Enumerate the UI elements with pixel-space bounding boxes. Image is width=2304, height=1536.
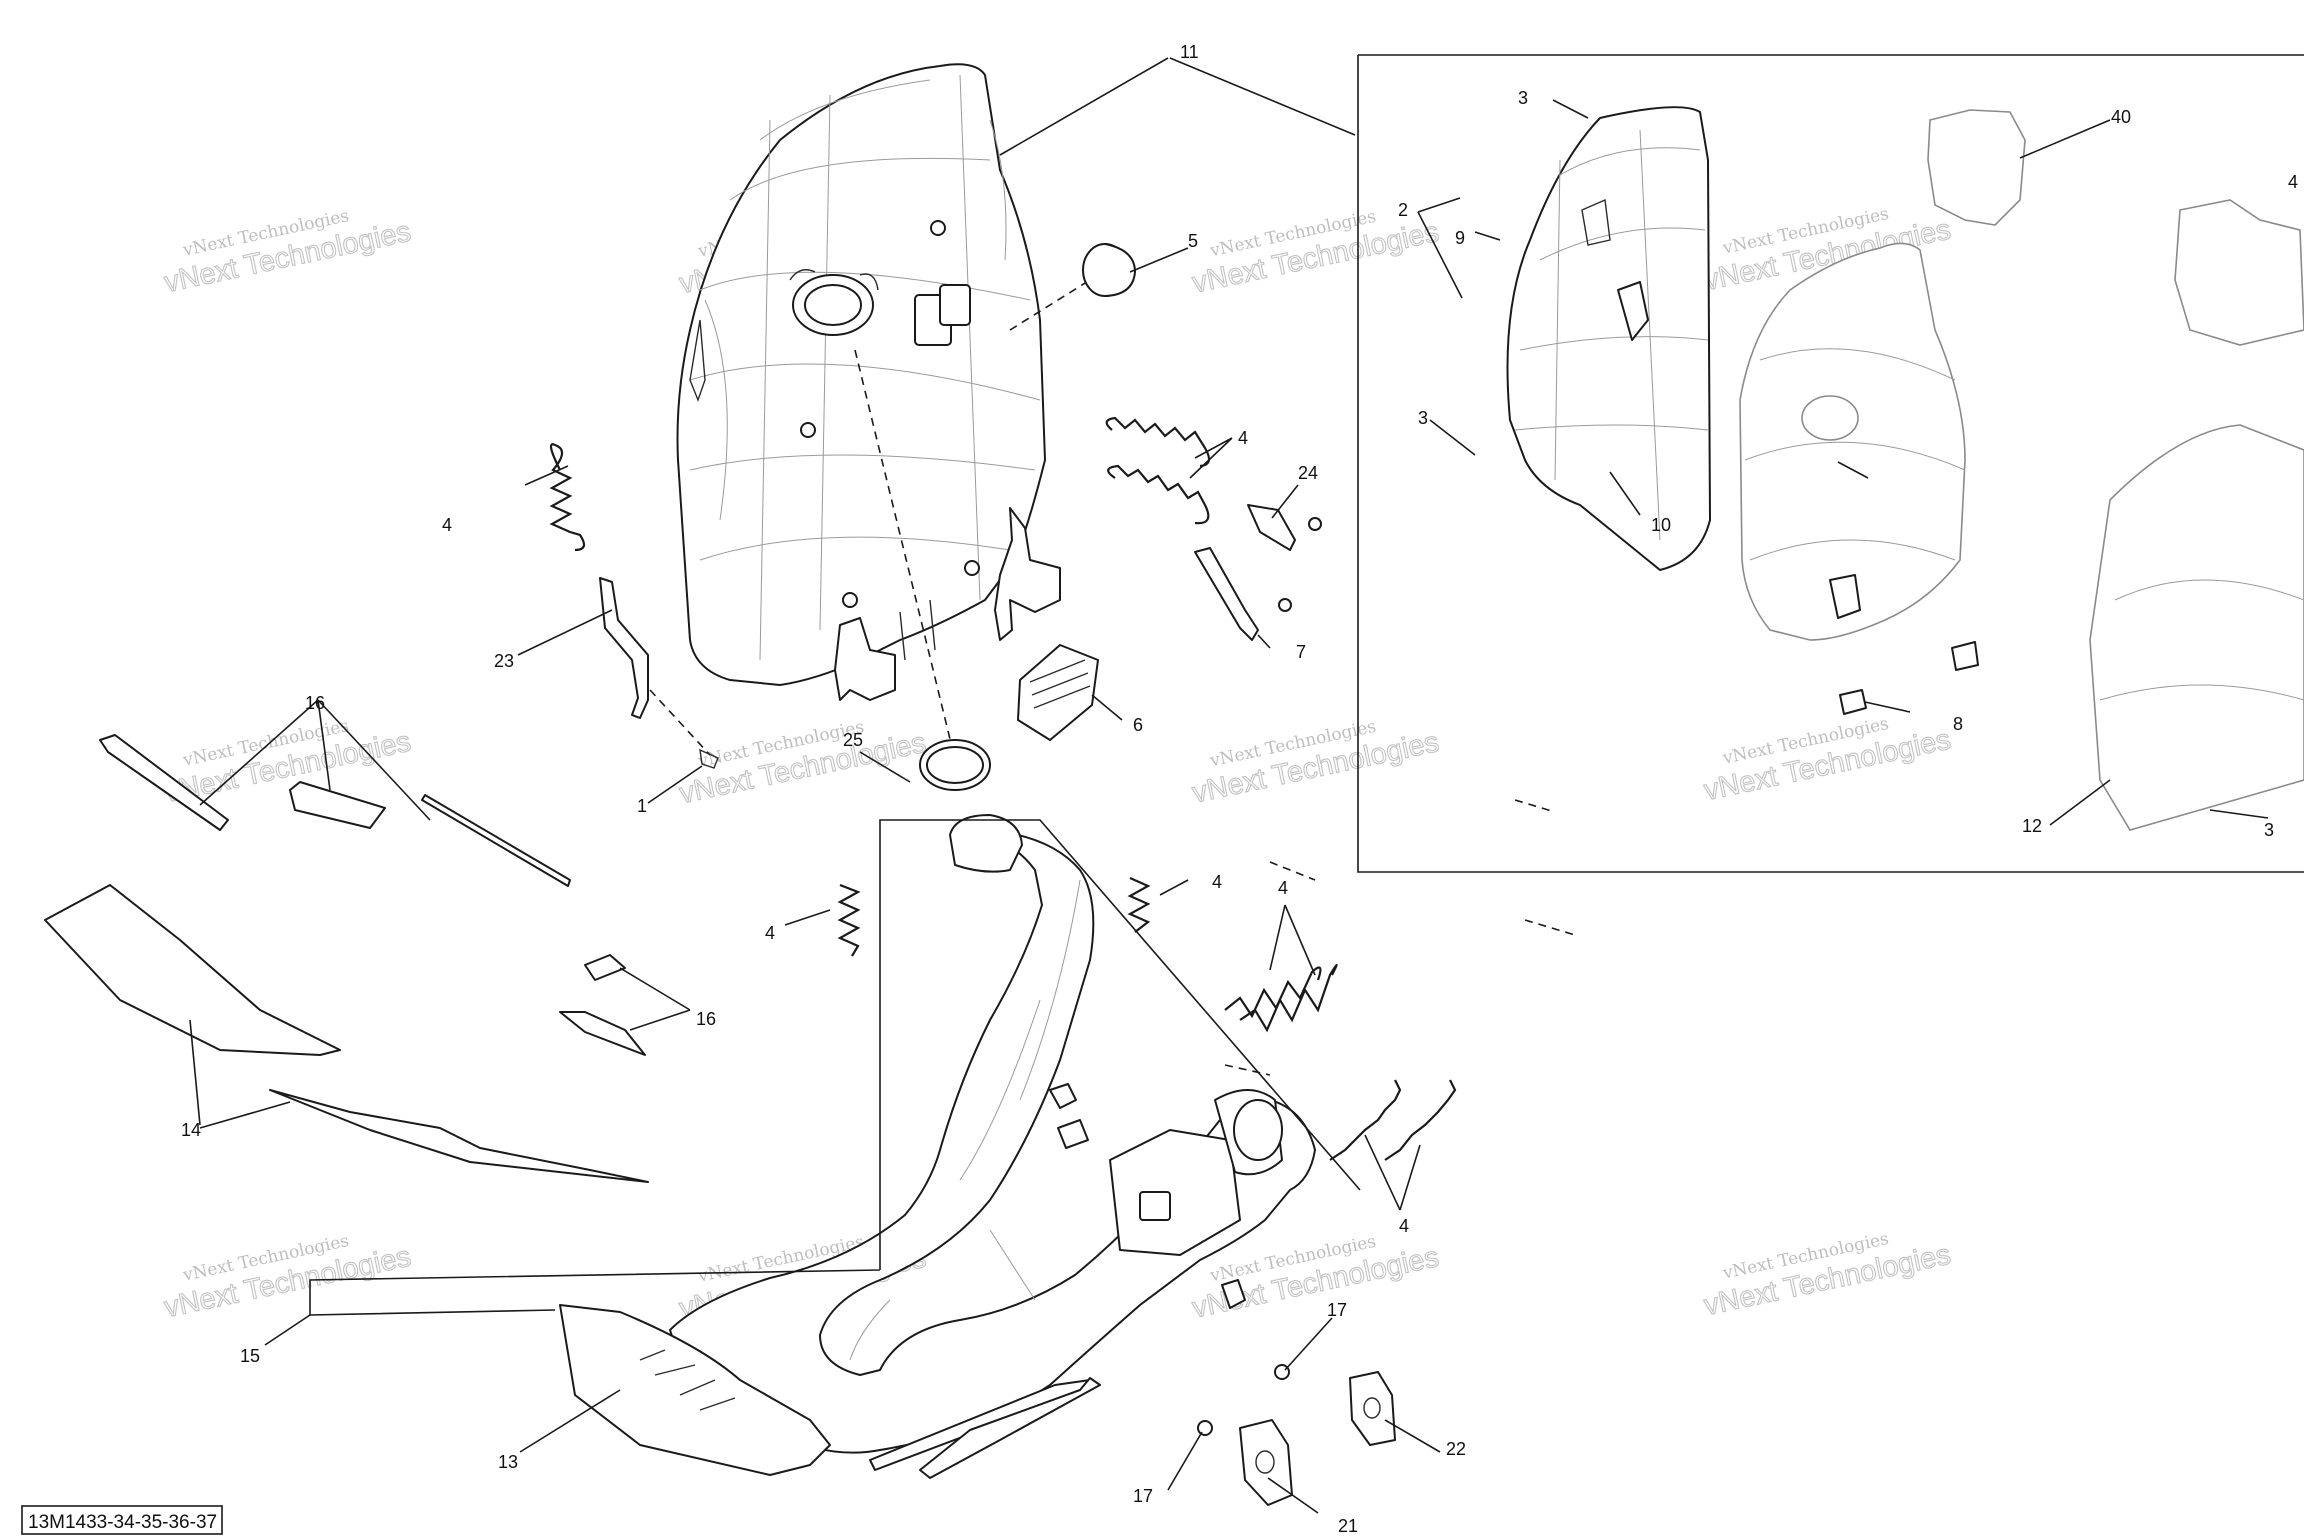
alignment-line [649,689,711,756]
callout-17: 17 [1327,1300,1347,1320]
callout-8: 8 [1953,714,1963,734]
callout-5: 5 [1188,231,1198,251]
callout-4: 4 [765,923,775,943]
callout-4: 4 [1238,428,1248,448]
callout-3: 3 [2264,820,2274,840]
alignment-line [1224,861,1316,1076]
heat-shields [44,734,649,1183]
clip-part-1 [699,748,719,769]
callout-40: 40 [2111,107,2131,127]
clip-icon [1049,1083,1077,1109]
bracket-part-24 [1247,504,1322,551]
alignment-line [1514,799,1576,936]
callout-6: 6 [1133,715,1143,735]
callout-25: 25 [843,730,863,750]
rod-part-23 [599,577,649,719]
callout-17: 17 [1133,1486,1153,1506]
muffler-assembly [676,63,1061,701]
callout-3: 3 [1518,88,1528,108]
plug-part-5 [1082,243,1136,297]
callout-16: 16 [305,693,325,713]
gasket-part-25 [919,739,991,791]
callout-7: 7 [1296,642,1306,662]
rubber-block-part-6 [1017,644,1099,741]
callout-12: 12 [2022,816,2042,836]
callout-4: 4 [1278,878,1288,898]
callout-22: 22 [1446,1439,1466,1459]
drawing-code-box: 13M1433-34-35-36-37 [21,1505,223,1535]
callout-1: 1 [637,796,647,816]
leader-lines [189,57,2269,1514]
alignment-line [1009,279,1091,331]
callout-10: 10 [1651,515,1671,535]
callout-4: 4 [2288,172,2298,192]
alignment-line [854,349,961,781]
callout-labels: 11 5 4 24 7 6 4 23 16 25 1 4 4 4 16 14 4… [181,42,2298,1536]
callout-3: 3 [1418,408,1428,428]
callout-14: 14 [181,1120,201,1140]
callout-15: 15 [240,1346,260,1366]
detail-inset [1357,54,2304,873]
callout-11: 11 [1180,42,1199,62]
callout-9: 9 [1455,228,1465,248]
callout-4: 4 [1212,872,1222,892]
rubber-mount-part-22 [1274,1364,1396,1446]
pipe-shield-part-13 [559,1304,1101,1479]
callout-2: 2 [1398,200,1408,220]
callout-23: 23 [494,651,514,671]
bracket-part-7 [1194,547,1292,641]
callout-13: 13 [498,1452,518,1472]
exhaust-pipe-part-15 [669,814,1316,1454]
callout-4: 4 [442,515,452,535]
rubber-mount-part-21 [1197,1419,1293,1506]
callout-4: 4 [1399,1216,1409,1236]
callout-21: 21 [1338,1516,1358,1536]
drawing-code: 13M1433-34-35-36-37 [28,1512,217,1533]
clip-icon [1221,1279,1246,1309]
callout-24: 24 [1298,463,1318,483]
clip-icon [1057,1119,1089,1149]
callout-16: 16 [696,1009,716,1029]
inset-frame [1357,54,2304,873]
